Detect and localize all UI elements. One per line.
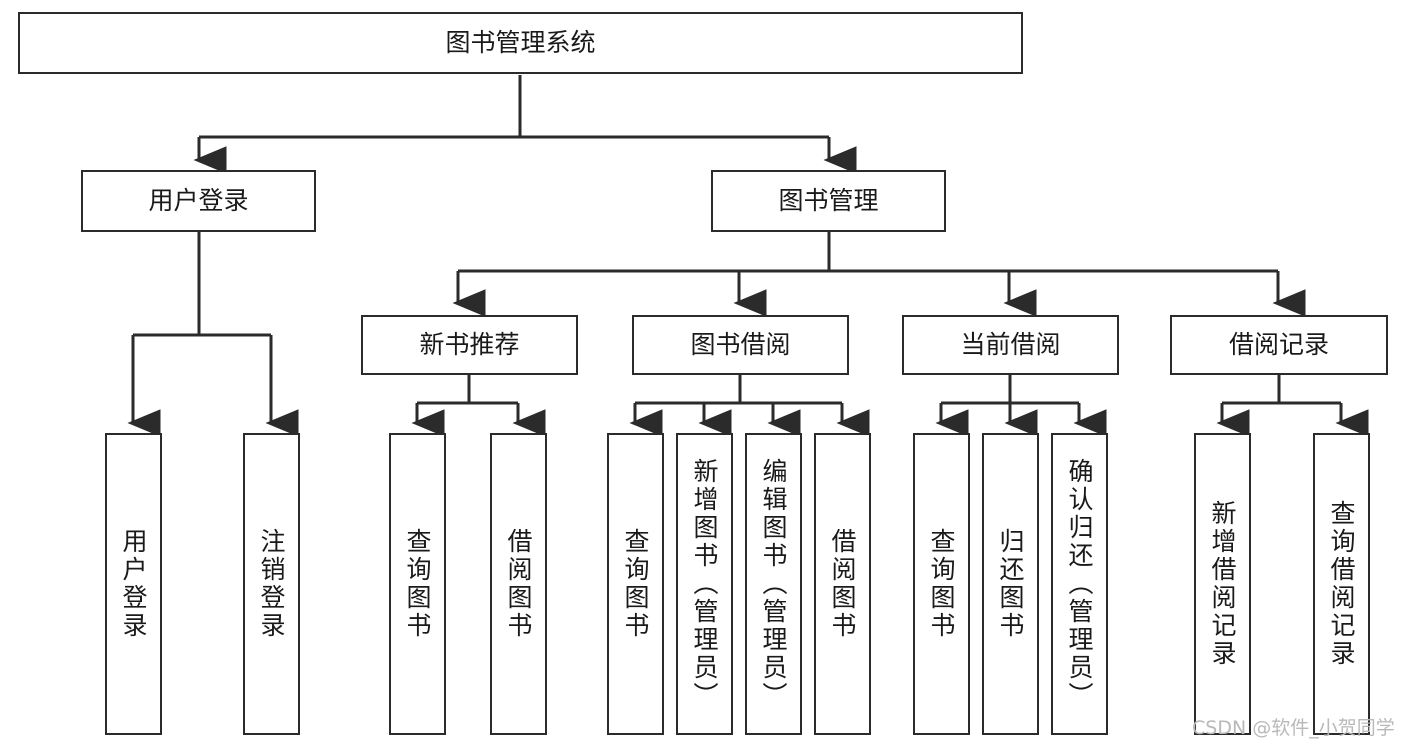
node-label: 查询图书 xyxy=(403,528,432,640)
csdn-watermark: CSDN @软件_小贺同学 xyxy=(1192,717,1395,739)
node-book-borrowing[interactable]: 图书借阅 xyxy=(632,315,849,375)
node-label: 新书推荐 xyxy=(419,329,520,359)
node-label: 查询图书 xyxy=(621,528,650,640)
node-book-management[interactable]: 图书管理 xyxy=(711,170,946,232)
node-label: 当前借阅 xyxy=(960,329,1061,359)
node-label: 查询图书 xyxy=(927,528,956,640)
node-root-book-management-system[interactable]: 图书管理系统 xyxy=(18,12,1023,74)
leaf-borrow-book-recommendation[interactable]: 借阅图书 xyxy=(490,433,547,735)
leaf-add-borrowing-record[interactable]: 新增借阅记录 xyxy=(1194,433,1251,735)
node-borrowing-records[interactable]: 借阅记录 xyxy=(1170,315,1388,375)
leaf-borrow-book[interactable]: 借阅图书 xyxy=(814,433,871,735)
leaf-logout[interactable]: 注销登录 xyxy=(243,433,300,735)
node-label: 用户登录 xyxy=(119,528,148,640)
leaf-query-borrowing-record[interactable]: 查询借阅记录 xyxy=(1313,433,1370,735)
node-new-book-recommendation[interactable]: 新书推荐 xyxy=(361,315,578,375)
node-label: 图书借阅 xyxy=(690,329,791,359)
node-current-borrowing[interactable]: 当前借阅 xyxy=(902,315,1119,375)
leaf-query-book-current[interactable]: 查询图书 xyxy=(913,433,970,735)
node-label: 借阅记录 xyxy=(1228,329,1329,359)
node-label: 编辑图书（管理员） xyxy=(759,458,788,710)
leaf-add-book-admin[interactable]: 新增图书（管理员） xyxy=(676,433,733,735)
node-label: 确认归还（管理员） xyxy=(1065,458,1094,710)
node-label: 归还图书 xyxy=(996,528,1025,640)
leaf-return-book[interactable]: 归还图书 xyxy=(982,433,1039,735)
leaf-edit-book-admin[interactable]: 编辑图书（管理员） xyxy=(745,433,802,735)
leaf-confirm-return-admin[interactable]: 确认归还（管理员） xyxy=(1051,433,1108,735)
node-label: 图书管理系统 xyxy=(445,27,596,57)
node-label: 新增借阅记录 xyxy=(1208,500,1237,668)
leaf-user-login[interactable]: 用户登录 xyxy=(105,433,162,735)
node-label: 用户登录 xyxy=(148,185,249,215)
node-label: 借阅图书 xyxy=(504,528,533,640)
leaf-query-book-borrowing[interactable]: 查询图书 xyxy=(607,433,664,735)
leaf-query-book-recommendation[interactable]: 查询图书 xyxy=(389,433,446,735)
node-label: 新增图书（管理员） xyxy=(690,458,719,710)
node-label: 查询借阅记录 xyxy=(1327,500,1356,668)
node-user-login[interactable]: 用户登录 xyxy=(81,170,316,232)
node-label: 图书管理 xyxy=(778,185,879,215)
node-label: 注销登录 xyxy=(257,528,286,640)
node-label: 借阅图书 xyxy=(828,528,857,640)
